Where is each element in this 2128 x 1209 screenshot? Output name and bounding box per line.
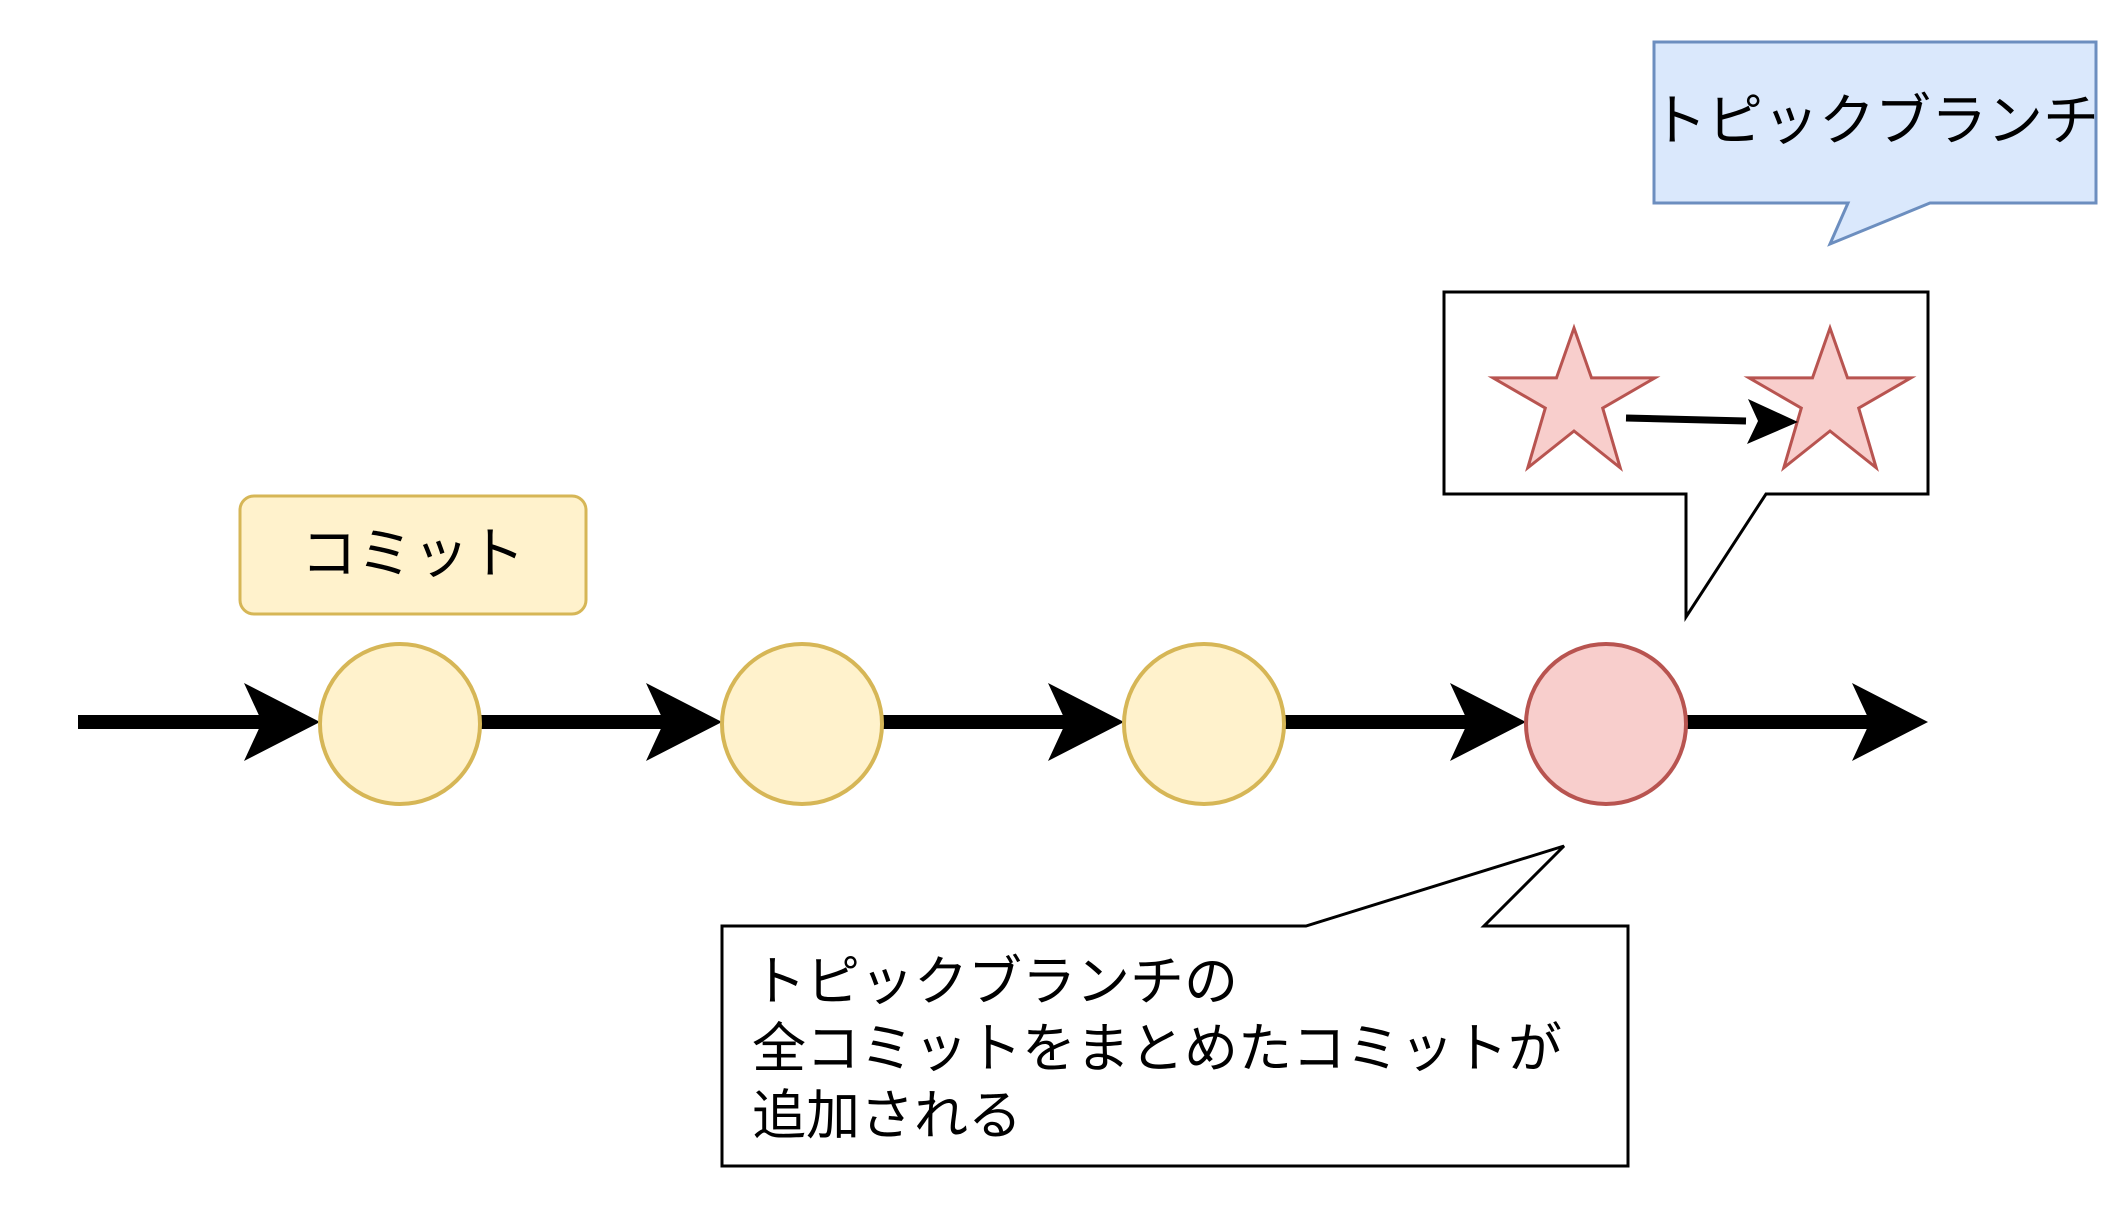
star-icon bbox=[1487, 323, 1661, 472]
star-link-arrow bbox=[1625, 414, 1747, 425]
topic-branch-label: トピックブランチ bbox=[1651, 89, 2099, 154]
commit-node bbox=[1122, 642, 1286, 806]
timeline-arrowhead bbox=[1852, 683, 1928, 761]
star-icon bbox=[1743, 323, 1917, 472]
commit-label-text: コミット bbox=[301, 522, 525, 587]
squash-note-callout: トピックブランチの 全コミットをまとめたコミットが 追加される bbox=[720, 844, 1630, 1168]
timeline-arrowhead bbox=[1450, 683, 1526, 761]
star-link-arrowhead bbox=[1747, 399, 1798, 444]
squash-commit-node bbox=[1524, 642, 1688, 806]
squash-note-line1: トピックブランチの bbox=[752, 950, 1238, 1013]
timeline-arrowhead bbox=[244, 683, 320, 761]
squash-note-line2: 全コミットをまとめたコミットが bbox=[752, 1017, 1562, 1080]
squash-note-line3: 追加される bbox=[752, 1084, 1022, 1147]
timeline bbox=[78, 683, 1928, 761]
commit-node bbox=[720, 642, 884, 806]
commit-label-box: コミット bbox=[238, 494, 588, 616]
timeline-arrowhead bbox=[646, 683, 722, 761]
commit-node bbox=[318, 642, 482, 806]
timeline-arrowhead bbox=[1048, 683, 1124, 761]
stars-callout bbox=[1442, 290, 1930, 623]
topic-branch-callout: トピックブランチ bbox=[1651, 40, 2099, 247]
